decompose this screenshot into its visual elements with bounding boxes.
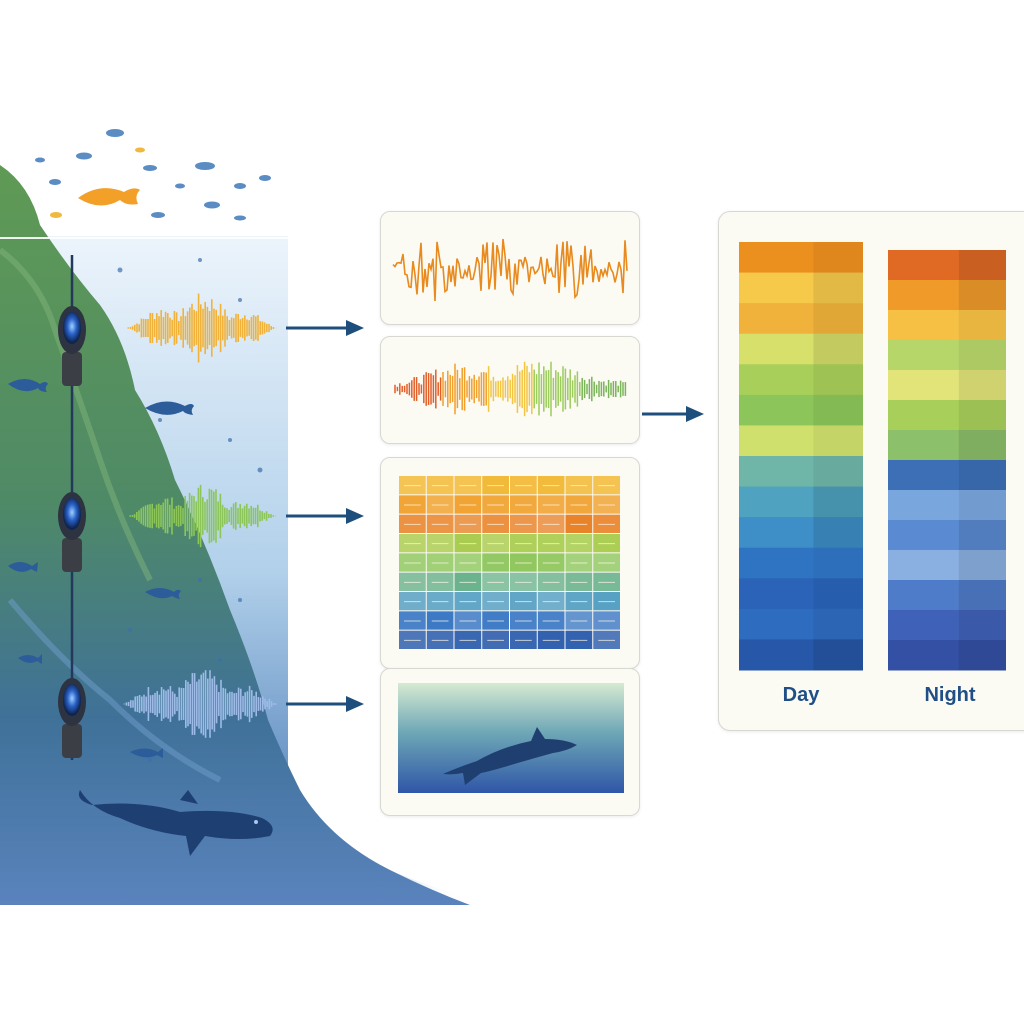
day-label: Day [782, 684, 820, 706]
arrow-right-icon [642, 406, 704, 422]
hydrophone-2 [58, 492, 86, 572]
ocean-illustration [0, 165, 470, 905]
waveform-yellow [127, 293, 277, 363]
surface-fish [35, 129, 271, 221]
waveform-orange [392, 238, 628, 302]
hydrophone-3 [58, 678, 86, 758]
dolphin-icon [443, 727, 577, 785]
fish-icon [78, 188, 140, 206]
night-label: Night [924, 684, 976, 706]
particles [117, 258, 263, 762]
arrow-right-icon [286, 320, 364, 336]
arrows [286, 320, 704, 712]
photo-panel [380, 668, 640, 816]
spectrogram-panel [380, 457, 640, 669]
arrow-right-icon [286, 696, 364, 712]
dolphin-photo [398, 683, 624, 793]
spectrogram-grid [399, 476, 620, 649]
waveform-blue [123, 670, 277, 738]
day-night-comparison-panel: Day Night [718, 211, 1024, 731]
whale-icon [78, 790, 273, 856]
waveform-green [129, 484, 277, 548]
underwater-fish [8, 379, 194, 758]
waveform-panel-1 [380, 211, 640, 325]
arrow-right-icon [286, 508, 364, 524]
waveform-mixed [394, 361, 627, 417]
day-night-heatmaps [739, 242, 1006, 671]
hydrophone-1 [58, 306, 86, 386]
waveform-panel-2 [380, 336, 640, 444]
